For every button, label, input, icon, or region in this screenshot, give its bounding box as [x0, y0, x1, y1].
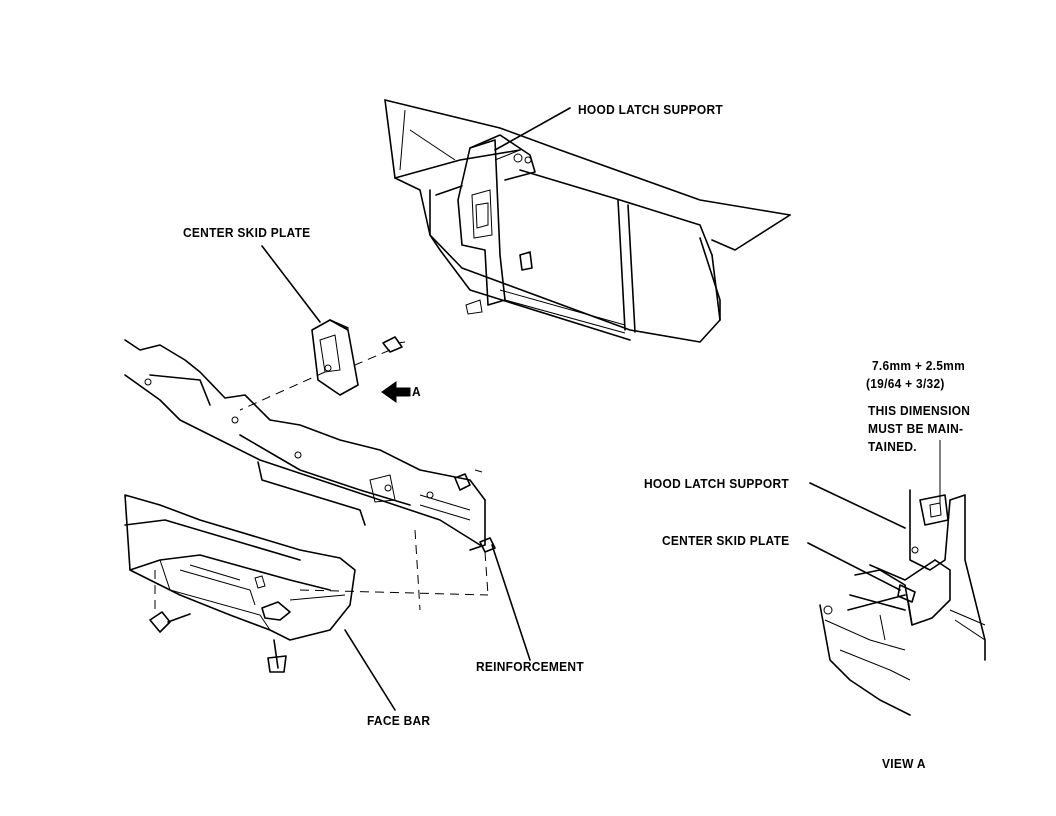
label-note-line3: TAINED. — [868, 439, 917, 454]
view-arrow-a — [381, 381, 411, 403]
label-face-bar: FACE BAR — [367, 713, 431, 728]
center-skid-plate-part — [311, 319, 406, 396]
radiator-support-drawing — [384, 99, 791, 343]
label-view-arrow-a: A — [412, 384, 421, 399]
reinforcement-beam — [124, 339, 496, 553]
label-note-line1: THIS DIMENSION — [868, 403, 971, 418]
view-a-detail-drawing — [819, 489, 986, 716]
label-hood-latch-support-view-a: HOOD LATCH SUPPORT — [644, 476, 789, 491]
label-dimension-metric: 7.6mm + 2.5mm — [872, 358, 966, 373]
label-dimension-imperial: (19/64 + 3/32) — [866, 376, 945, 391]
hood-latch-support-bracket — [435, 134, 536, 315]
face-bar-part — [124, 494, 489, 673]
label-note-line2: MUST BE MAIN- — [868, 421, 964, 436]
label-center-skid-plate-view-a: CENTER SKID PLATE — [662, 533, 790, 548]
label-reinforcement: REINFORCEMENT — [476, 659, 584, 674]
label-hood-latch-support-top: HOOD LATCH SUPPORT — [578, 102, 723, 117]
alignment-dashes — [154, 349, 489, 611]
label-center-skid-plate: CENTER SKID PLATE — [183, 225, 311, 240]
label-view-a: VIEW A — [882, 756, 926, 771]
leader-lines — [261, 107, 941, 711]
